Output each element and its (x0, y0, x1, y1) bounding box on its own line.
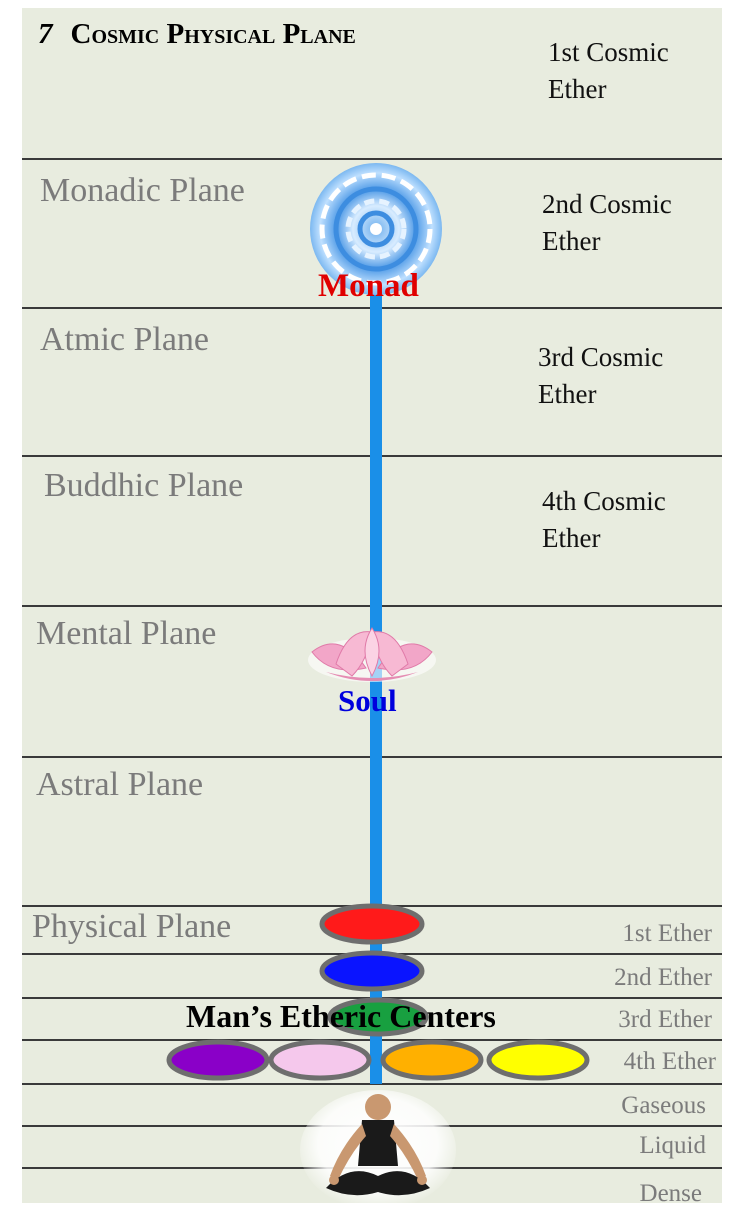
meditating-man-icon (300, 1090, 456, 1209)
lotus-icon (308, 628, 436, 682)
center-pink (271, 1042, 369, 1078)
center-blue (322, 953, 422, 989)
soul-label: Soul (338, 683, 397, 719)
center-red (322, 906, 422, 942)
center-purple (169, 1042, 267, 1078)
center-yellow (489, 1042, 587, 1078)
center-orange (383, 1042, 481, 1078)
etheric-centers-label: Man’s Etheric Centers (186, 998, 496, 1035)
monad-label: Monad (318, 268, 419, 305)
